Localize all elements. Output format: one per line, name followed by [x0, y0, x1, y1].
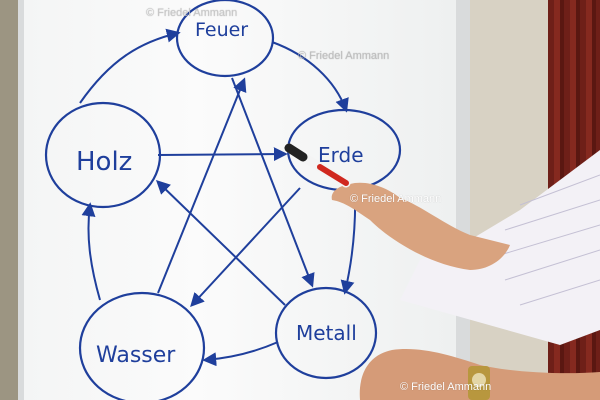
- arrow-erde-wasser: [190, 187, 301, 308]
- arrow-wasser-holz: [81, 202, 101, 301]
- label-holz: Holz: [76, 147, 132, 177]
- arrow-metall-wasser: [202, 341, 279, 367]
- watermark: © Friedel Ammann: [298, 50, 390, 62]
- wall-left: [0, 0, 22, 400]
- label-metall: Metall: [296, 321, 357, 345]
- arrow-holz-erde: [157, 147, 288, 162]
- watermark: © Friedel Ammann: [146, 7, 238, 19]
- wasser-circle: [78, 291, 206, 400]
- presenter-arm: [331, 150, 600, 345]
- label-erde: Erde: [318, 143, 364, 167]
- watermark: © Friedel Ammann: [400, 381, 492, 393]
- arrow-metall-holz: [155, 180, 286, 306]
- metall-circle: [274, 286, 378, 380]
- arrow-feuer-erde: [271, 41, 349, 113]
- label-wasser: Wasser: [96, 343, 176, 368]
- lower-hand-with-watch: [359, 349, 600, 400]
- watermark: © Friedel Ammann: [350, 193, 442, 205]
- arrow-feuer-metall: [231, 77, 315, 288]
- marker-pen: [284, 143, 351, 188]
- arrow-wasser-feuer: [157, 77, 247, 294]
- arrow-holz-feuer: [79, 28, 181, 104]
- label-feuer: Feuer: [195, 19, 248, 41]
